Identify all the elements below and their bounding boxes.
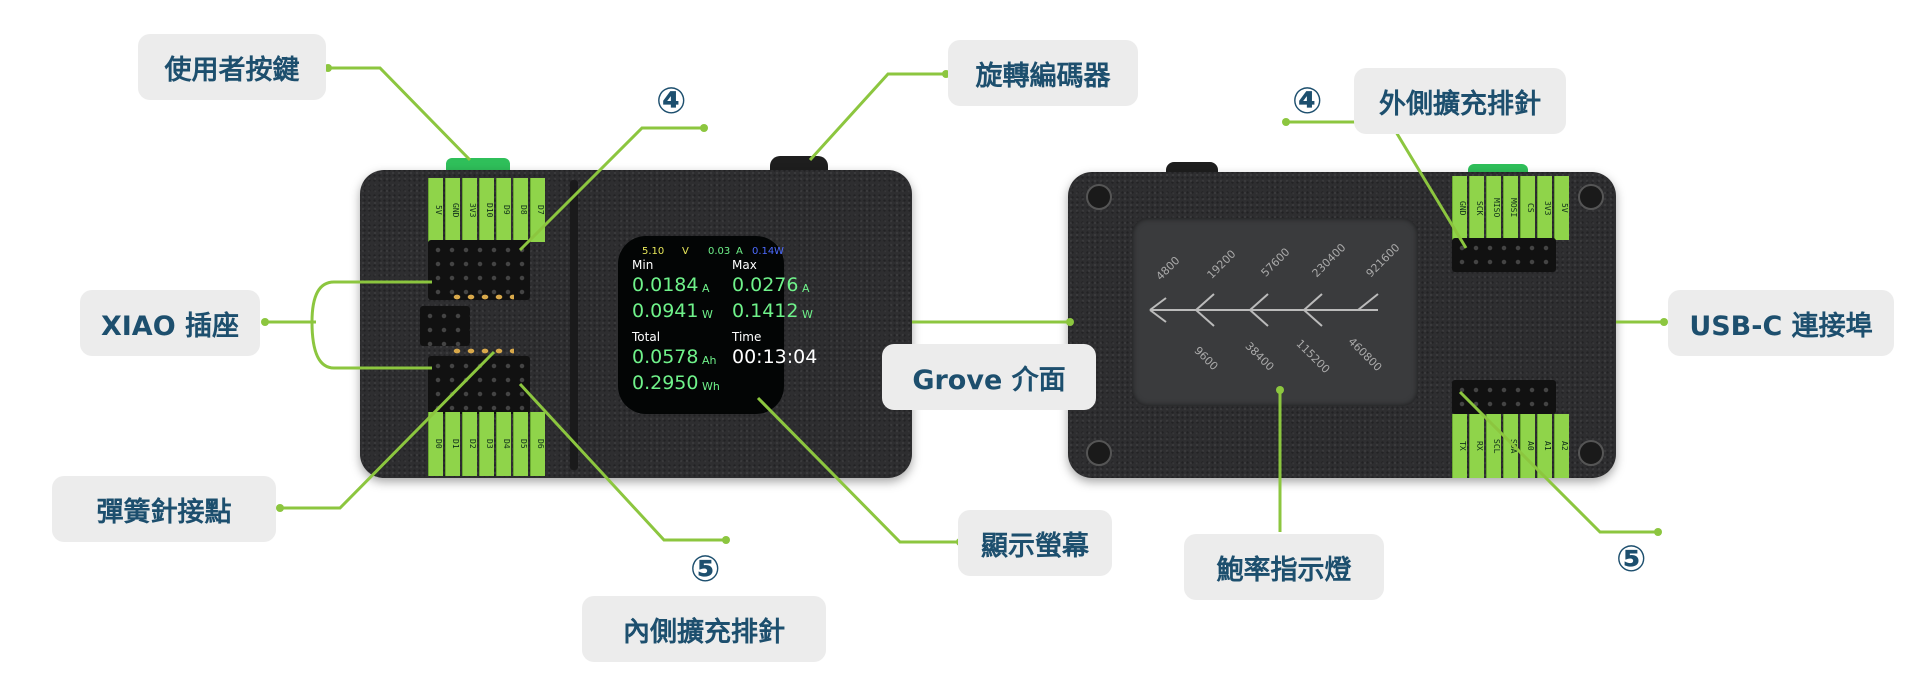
screw-icon: [1086, 184, 1112, 210]
screw-icon: [1578, 440, 1604, 466]
screen-min-w: 0.0941: [632, 300, 699, 322]
baud-led-panel: 4800 19200 57600 230400 921600 9600 3840…: [1132, 218, 1418, 406]
label-inner-headers: 內側擴充排針: [582, 596, 826, 662]
screen-min-a-unit: A: [702, 282, 710, 295]
label-baud-led: 鮑率指示燈: [1184, 534, 1384, 600]
pogo-pins-lower: [450, 346, 514, 356]
screen-current: 0.03: [708, 246, 731, 257]
marker-4-back: ④: [1292, 81, 1323, 122]
label-xiao-socket: XIAO 插座: [80, 290, 260, 356]
label-outer-headers: 外側擴充排針: [1354, 68, 1566, 134]
screen-total-ah-unit: Ah: [702, 354, 717, 367]
label-rotary-encoder: 旋轉編碼器: [948, 40, 1138, 106]
screen-total-wh-unit: Wh: [702, 380, 720, 393]
label-user-button: 使用者按鍵: [138, 34, 326, 100]
screen-min-w-unit: W: [702, 308, 713, 321]
label-display: 顯示螢幕: [958, 510, 1112, 576]
label-pogo-pins: 彈簧針接點: [52, 476, 276, 542]
front-top-header: [428, 240, 530, 300]
screen-max-a-unit: A: [802, 282, 810, 295]
screen-current-unit: A: [736, 246, 743, 257]
front-divider: [570, 180, 578, 470]
screen-max-a: 0.0276: [732, 274, 799, 296]
marker-5-front: ⑤: [690, 549, 721, 590]
screen-min-a: 0.0184: [632, 274, 699, 296]
back-bottom-header: [1452, 380, 1556, 414]
screen-voltage: 5.10: [642, 246, 665, 257]
xiao-socket: [420, 306, 470, 346]
screen-max-w: 0.1412: [732, 300, 799, 322]
screen-total-wh: 0.2950: [632, 372, 699, 394]
screen-power-unit: W: [774, 246, 784, 257]
screen-max-label: Max: [732, 258, 757, 272]
screw-icon: [1578, 184, 1604, 210]
label-grove: Grove 介面: [882, 344, 1096, 410]
back-top-header: [1452, 238, 1556, 272]
screen-total-label: Total: [632, 330, 661, 344]
marker-5-back: ⑤: [1616, 539, 1647, 580]
marker-4-front: ④: [656, 81, 687, 122]
label-usbc: USB-C 連接埠: [1668, 290, 1894, 356]
screw-icon: [1086, 440, 1112, 466]
screen-max-w-unit: W: [802, 308, 813, 321]
pogo-pins: [450, 292, 514, 302]
screen-power: 0.14: [752, 246, 775, 257]
screen-time: 00:13:04: [732, 346, 818, 368]
baud-led-arrow: [1149, 293, 1379, 327]
screen-time-label: Time: [732, 330, 762, 344]
screen-voltage-unit: V: [682, 246, 689, 257]
screen-total-ah: 0.0578: [632, 346, 699, 368]
screen-min-label: Min: [632, 258, 654, 272]
display-screen: 5.10 V 0.03 A 0.14 W Min Max 0.0184 A 0.…: [618, 236, 817, 414]
